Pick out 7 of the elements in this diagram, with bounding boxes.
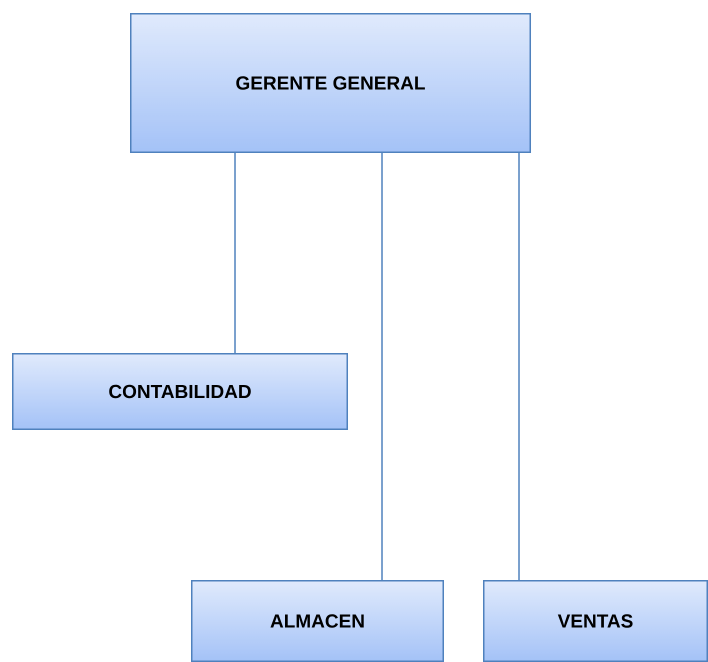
- connector-line: [381, 153, 383, 580]
- org-box: ALMACEN: [191, 580, 444, 662]
- org-box: GERENTE GENERAL: [130, 13, 531, 153]
- connector-line: [518, 153, 520, 580]
- connector-line: [234, 153, 236, 353]
- org-box: VENTAS: [483, 580, 708, 662]
- org-box: CONTABILIDAD: [12, 353, 348, 430]
